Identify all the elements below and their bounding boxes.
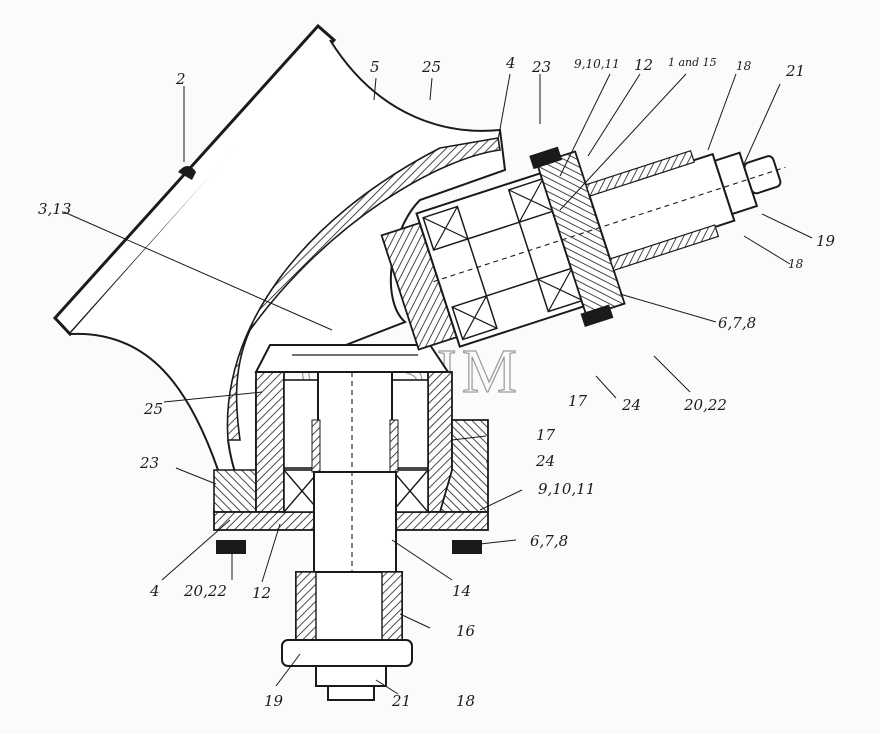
- callout-4-top: 4: [505, 54, 516, 72]
- callout-1-15: 1 and 15: [668, 56, 717, 69]
- vertical-shaft: [254, 344, 450, 640]
- callout-12-top: 12: [634, 56, 653, 74]
- callout-17-lower: 17: [536, 426, 556, 444]
- callout-23-top: 23: [531, 58, 551, 76]
- callout-20-22-right: 20,22: [683, 396, 727, 414]
- callout-labels: 2 5 25 4 23 9,10,11 12 1 and 15 18 21 19…: [38, 54, 836, 710]
- callout-17-mid: 17: [568, 392, 588, 410]
- callout-18-right: 18: [788, 257, 804, 271]
- callout-25-top: 25: [421, 58, 441, 76]
- callout-19-bottom: 19: [264, 692, 284, 710]
- callout-18-bottom: 18: [456, 692, 475, 710]
- inclined-shaft-assembly: [380, 146, 786, 351]
- callout-6-7-8-right: 6,7,8: [718, 314, 756, 332]
- elbow-housing: [69, 39, 507, 513]
- leader-lines: [63, 73, 813, 695]
- callout-14: 14: [452, 582, 471, 600]
- lower-coupling-hub: [281, 571, 413, 701]
- callout-5: 5: [370, 58, 380, 76]
- callout-9-10-11-lower: 9,10,11: [538, 480, 595, 498]
- callout-9-10-11-top: 9,10,11: [574, 57, 620, 71]
- callout-12-bottom: 12: [252, 584, 271, 602]
- callout-24-lower: 24: [535, 452, 555, 470]
- callout-23-left: 23: [139, 454, 159, 472]
- callout-24-mid: 24: [621, 396, 641, 414]
- callout-20-22-bottom: 20,22: [183, 582, 227, 600]
- callout-21-bottom: 21: [391, 692, 411, 710]
- callout-16: 16: [456, 622, 476, 640]
- callout-19-right: 19: [816, 232, 836, 250]
- callout-25-left: 25: [143, 400, 163, 418]
- callout-21-top: 21: [785, 62, 805, 80]
- callout-4-bottom: 4: [149, 582, 160, 600]
- callout-2: 2: [175, 70, 186, 88]
- callout-18-top: 18: [736, 59, 752, 73]
- callout-3-13: 3,13: [38, 200, 71, 218]
- mounting-flange: [52, 23, 337, 337]
- callout-6-7-8-lower: 6,7,8: [530, 532, 568, 550]
